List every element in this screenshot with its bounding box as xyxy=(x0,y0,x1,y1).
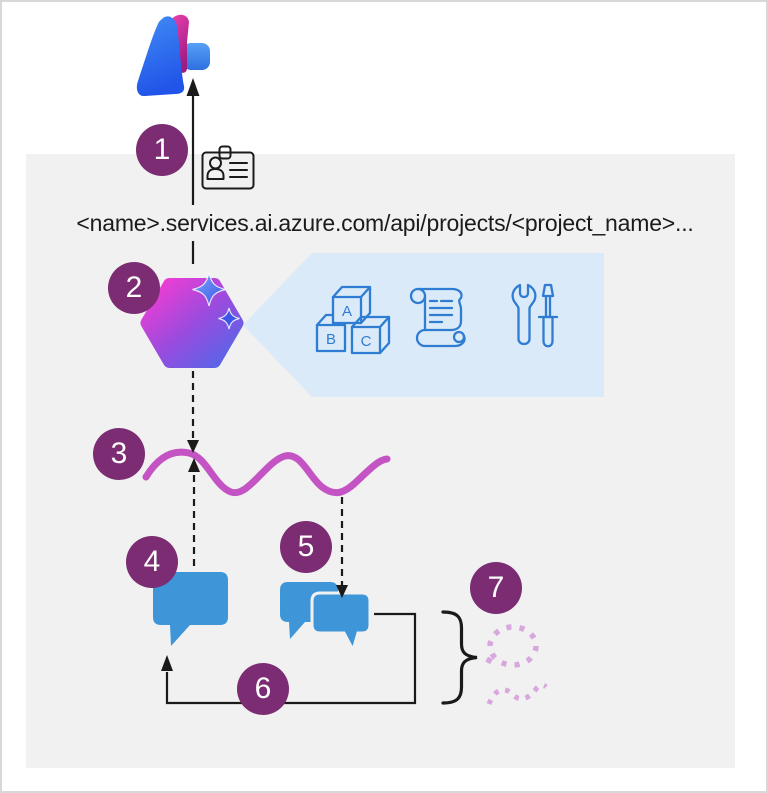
dashed-arrow-bubble-to-wave xyxy=(188,458,200,566)
scroll-icon xyxy=(409,287,466,348)
sparkle-small-icon xyxy=(218,307,240,330)
step-badge-3: 3 xyxy=(93,428,145,480)
step-badge-6: 6 xyxy=(237,663,289,715)
step-badge-5: 5 xyxy=(280,521,332,573)
sparkle-icon xyxy=(192,272,226,307)
dashed-arrow-hexagon-to-wave xyxy=(187,371,199,453)
auth-arrow-to-logo xyxy=(186,78,200,264)
azure-ai-foundry-logo-icon xyxy=(136,14,210,97)
step-number: 1 xyxy=(153,133,171,166)
tools-icon xyxy=(511,283,559,348)
step-badge-4: 4 xyxy=(126,536,178,588)
step-badge-7: 7 xyxy=(470,562,522,614)
dotted-agent-icon xyxy=(485,624,548,705)
step-number: 7 xyxy=(487,571,505,604)
chat-bubbles-icon xyxy=(280,582,372,654)
block-letter-a: A xyxy=(342,303,352,320)
wave-icon xyxy=(142,448,391,497)
chat-bubble-icon xyxy=(153,572,228,646)
step-number: 4 xyxy=(143,545,161,578)
connector-layer xyxy=(161,78,478,705)
curly-brace xyxy=(441,610,478,705)
step-number: 5 xyxy=(297,530,315,563)
endpoint-url: <name>.services.ai.azure.com/api/project… xyxy=(76,210,694,236)
step-badge-1: 1 xyxy=(136,124,188,176)
id-card-icon xyxy=(201,145,255,190)
abc-blocks-icon: A B C xyxy=(315,285,391,355)
step-badge-2: 2 xyxy=(108,262,160,314)
step-number: 3 xyxy=(110,437,128,470)
dashed-arrow-wave-to-bubbles xyxy=(336,497,348,598)
step-number: 6 xyxy=(254,672,272,705)
step-number: 2 xyxy=(125,271,143,304)
loop-arrow xyxy=(161,612,417,705)
block-letter-b: B xyxy=(326,331,336,348)
capabilities-callout xyxy=(243,253,604,397)
project-hexagon-icon xyxy=(140,272,244,368)
block-letter-c: C xyxy=(361,333,372,350)
